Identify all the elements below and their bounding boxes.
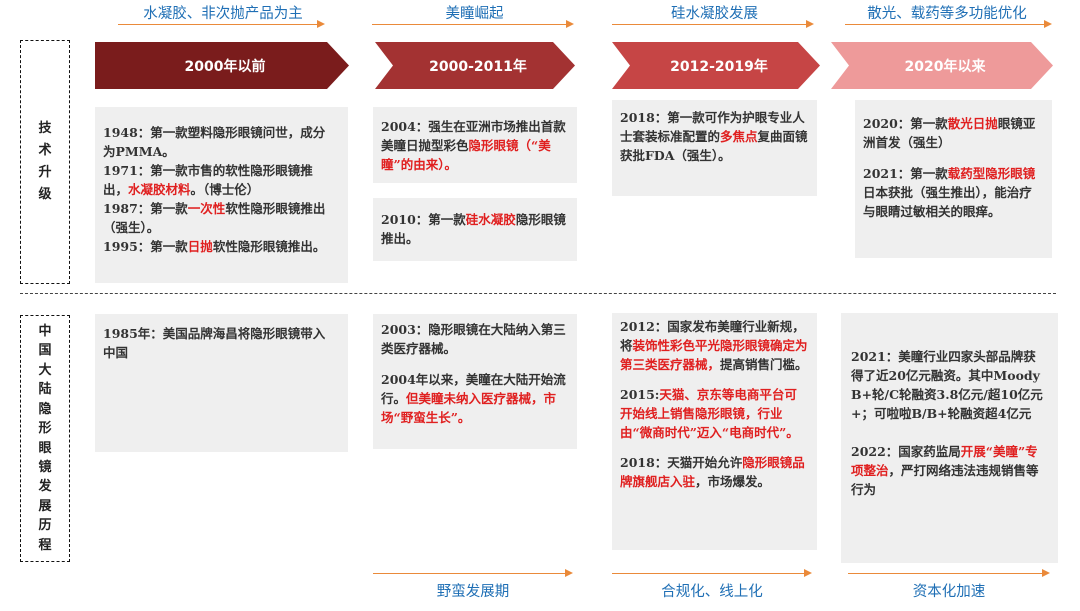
event-text: 2012：国家发布美瞳行业新规，将装饰性彩色平光隐形眼镜确定为第三类医疗器械，提… xyxy=(620,319,808,372)
row-label-char: 大 xyxy=(38,362,52,378)
event-text: 2021：美瞳行业四家头部品牌获得了近20亿元融资。其中Moody B+轮/C轮… xyxy=(851,349,1043,421)
theme-arrow xyxy=(372,19,574,28)
event-text: 2018：天猫开始允许隐形眼镜品牌旗舰店入驻，市场爆发。 xyxy=(620,455,805,489)
row-label-char: 级 xyxy=(38,187,52,202)
event-text: 1971：第一款市售的软性隐形眼镜推出，水凝胶材料。（博士伦） xyxy=(103,163,313,197)
row-label-char: 隐 xyxy=(38,401,52,417)
event-text: 2020：第一款散光日抛眼镜亚洲首发（强生） xyxy=(863,116,1036,150)
row-label-char: 升 xyxy=(38,165,52,180)
theme-capital-acceleration: 资本化加速 xyxy=(912,584,986,600)
period-label: 2000-2011年 xyxy=(429,58,527,75)
theme-arrow xyxy=(373,568,573,577)
theme-arrow xyxy=(612,19,814,28)
tech-box-2012-2019: 2018：第一款可作为护眼专业人士套装标准配置的多焦点复曲面镜获批FDA（强生）… xyxy=(612,100,817,196)
tech-box-2020: 2020：第一款散光日抛眼镜亚洲首发（强生） 2021：第一款载药型隐形眼镜日本… xyxy=(855,100,1052,258)
row-label-tech: 技 术 升 级 xyxy=(20,40,70,284)
event-text: 2003：隐形眼镜在大陆纳入第三类医疗器械。 xyxy=(381,322,566,356)
event-text: 1987：第一款一次性软性隐形眼镜推出（强生）。 xyxy=(103,201,326,235)
theme-arrow xyxy=(118,19,325,28)
period-label: 2012-2019年 xyxy=(670,58,768,75)
event-text: 2015:天猫、京东等电商平台可开始线上销售隐形眼镜，行业由“微商时代”迈入“电… xyxy=(620,387,799,440)
event-text: 2022：国家药监局开展“美瞳”专项整治，严打网络违法违规销售等行为 xyxy=(851,444,1039,497)
event-text: 2004：强生在亚洲市场推出首款美瞳日抛型彩色隐形眼镜（“美瞳”的由来）。 xyxy=(381,119,566,172)
row-label-char: 形 xyxy=(38,421,52,437)
event-text: 2004年以来，美瞳在大陆开始流行。但美瞳未纳入医疗器械，市场“野蛮生长”。 xyxy=(381,372,566,425)
row-label-char: 镜 xyxy=(38,459,52,475)
period-chevron-2: 2000-2011年 xyxy=(375,42,575,89)
row-divider xyxy=(20,293,1056,294)
row-label-char: 眼 xyxy=(38,440,52,456)
row-label-char: 发 xyxy=(38,479,52,495)
period-chevron-1: 2000年以前 xyxy=(95,42,349,89)
theme-compliance-online: 合规化、线上化 xyxy=(661,584,763,600)
theme-arrow xyxy=(845,19,1052,28)
row-label-char: 程 xyxy=(38,537,52,553)
theme-arrow xyxy=(612,568,812,577)
tech-box-2000-2011-a: 2004：强生在亚洲市场推出首款美瞳日抛型彩色隐形眼镜（“美瞳”的由来）。 xyxy=(373,107,577,183)
row-label-char: 陆 xyxy=(38,382,52,398)
row-label-char: 国 xyxy=(38,343,52,359)
theme-multifunction: 散光、载药等多功能优化 xyxy=(867,6,1027,22)
period-chevron-4: 2020年以来 xyxy=(831,42,1053,89)
china-box-2000-2011: 2003：隐形眼镜在大陆纳入第三类医疗器械。 2004年以来，美瞳在大陆开始流行… xyxy=(373,314,577,449)
event-text: 1985年：美国品牌海昌将隐形眼镜带入中国 xyxy=(103,326,326,360)
row-label-char: 中 xyxy=(38,324,52,340)
event-text: 2018：第一款可作为护眼专业人士套装标准配置的多焦点复曲面镜获批FDA（强生）… xyxy=(620,110,808,163)
china-box-pre2000: 1985年：美国品牌海昌将隐形眼镜带入中国 xyxy=(95,314,348,452)
period-chevron-3: 2012-2019年 xyxy=(612,42,820,89)
theme-arrow xyxy=(848,568,1050,577)
tech-box-pre2000: 1948：第一款塑料隐形眼镜问世，成分为PMMA。 1971：第一款市售的软性隐… xyxy=(95,107,348,283)
row-label-char: 历 xyxy=(38,518,52,534)
theme-silicone-hydrogel: 硅水凝胶发展 xyxy=(671,6,758,22)
event-text: 1995：第一款日抛软性隐形眼镜推出。 xyxy=(103,239,326,254)
row-label-char: 技 xyxy=(38,121,52,136)
event-text: 1948：第一款塑料隐形眼镜问世，成分为PMMA。 xyxy=(103,125,326,159)
theme-hydrogel: 水凝胶、非次抛产品为主 xyxy=(143,6,303,22)
row-label-china: 中 国 大 陆 隐 形 眼 镜 发 展 历 程 xyxy=(20,315,70,562)
china-box-2012-2019: 2012：国家发布美瞳行业新规，将装饰性彩色平光隐形眼镜确定为第三类医疗器械，提… xyxy=(612,313,817,550)
theme-beauty-lens: 美瞳崛起 xyxy=(445,6,504,22)
event-text: 2021：第一款载药型隐形眼镜日本获批（强生推出），能治疗与眼睛过敏相关的眼痒。 xyxy=(863,166,1036,219)
row-label-char: 术 xyxy=(38,143,52,158)
period-label: 2020年以来 xyxy=(904,58,986,75)
period-label: 2000年以前 xyxy=(184,58,266,75)
tech-box-2000-2011-b: 2010：第一款硅水凝胶隐形眼镜推出。 xyxy=(373,198,577,261)
row-label-char: 展 xyxy=(38,498,52,514)
theme-wild-growth: 野蛮发展期 xyxy=(436,584,510,600)
event-text: 2010：第一款硅水凝胶隐形眼镜推出。 xyxy=(381,212,566,246)
china-box-2020: 2021：美瞳行业四家头部品牌获得了近20亿元融资。其中Moody B+轮/C轮… xyxy=(841,313,1058,563)
